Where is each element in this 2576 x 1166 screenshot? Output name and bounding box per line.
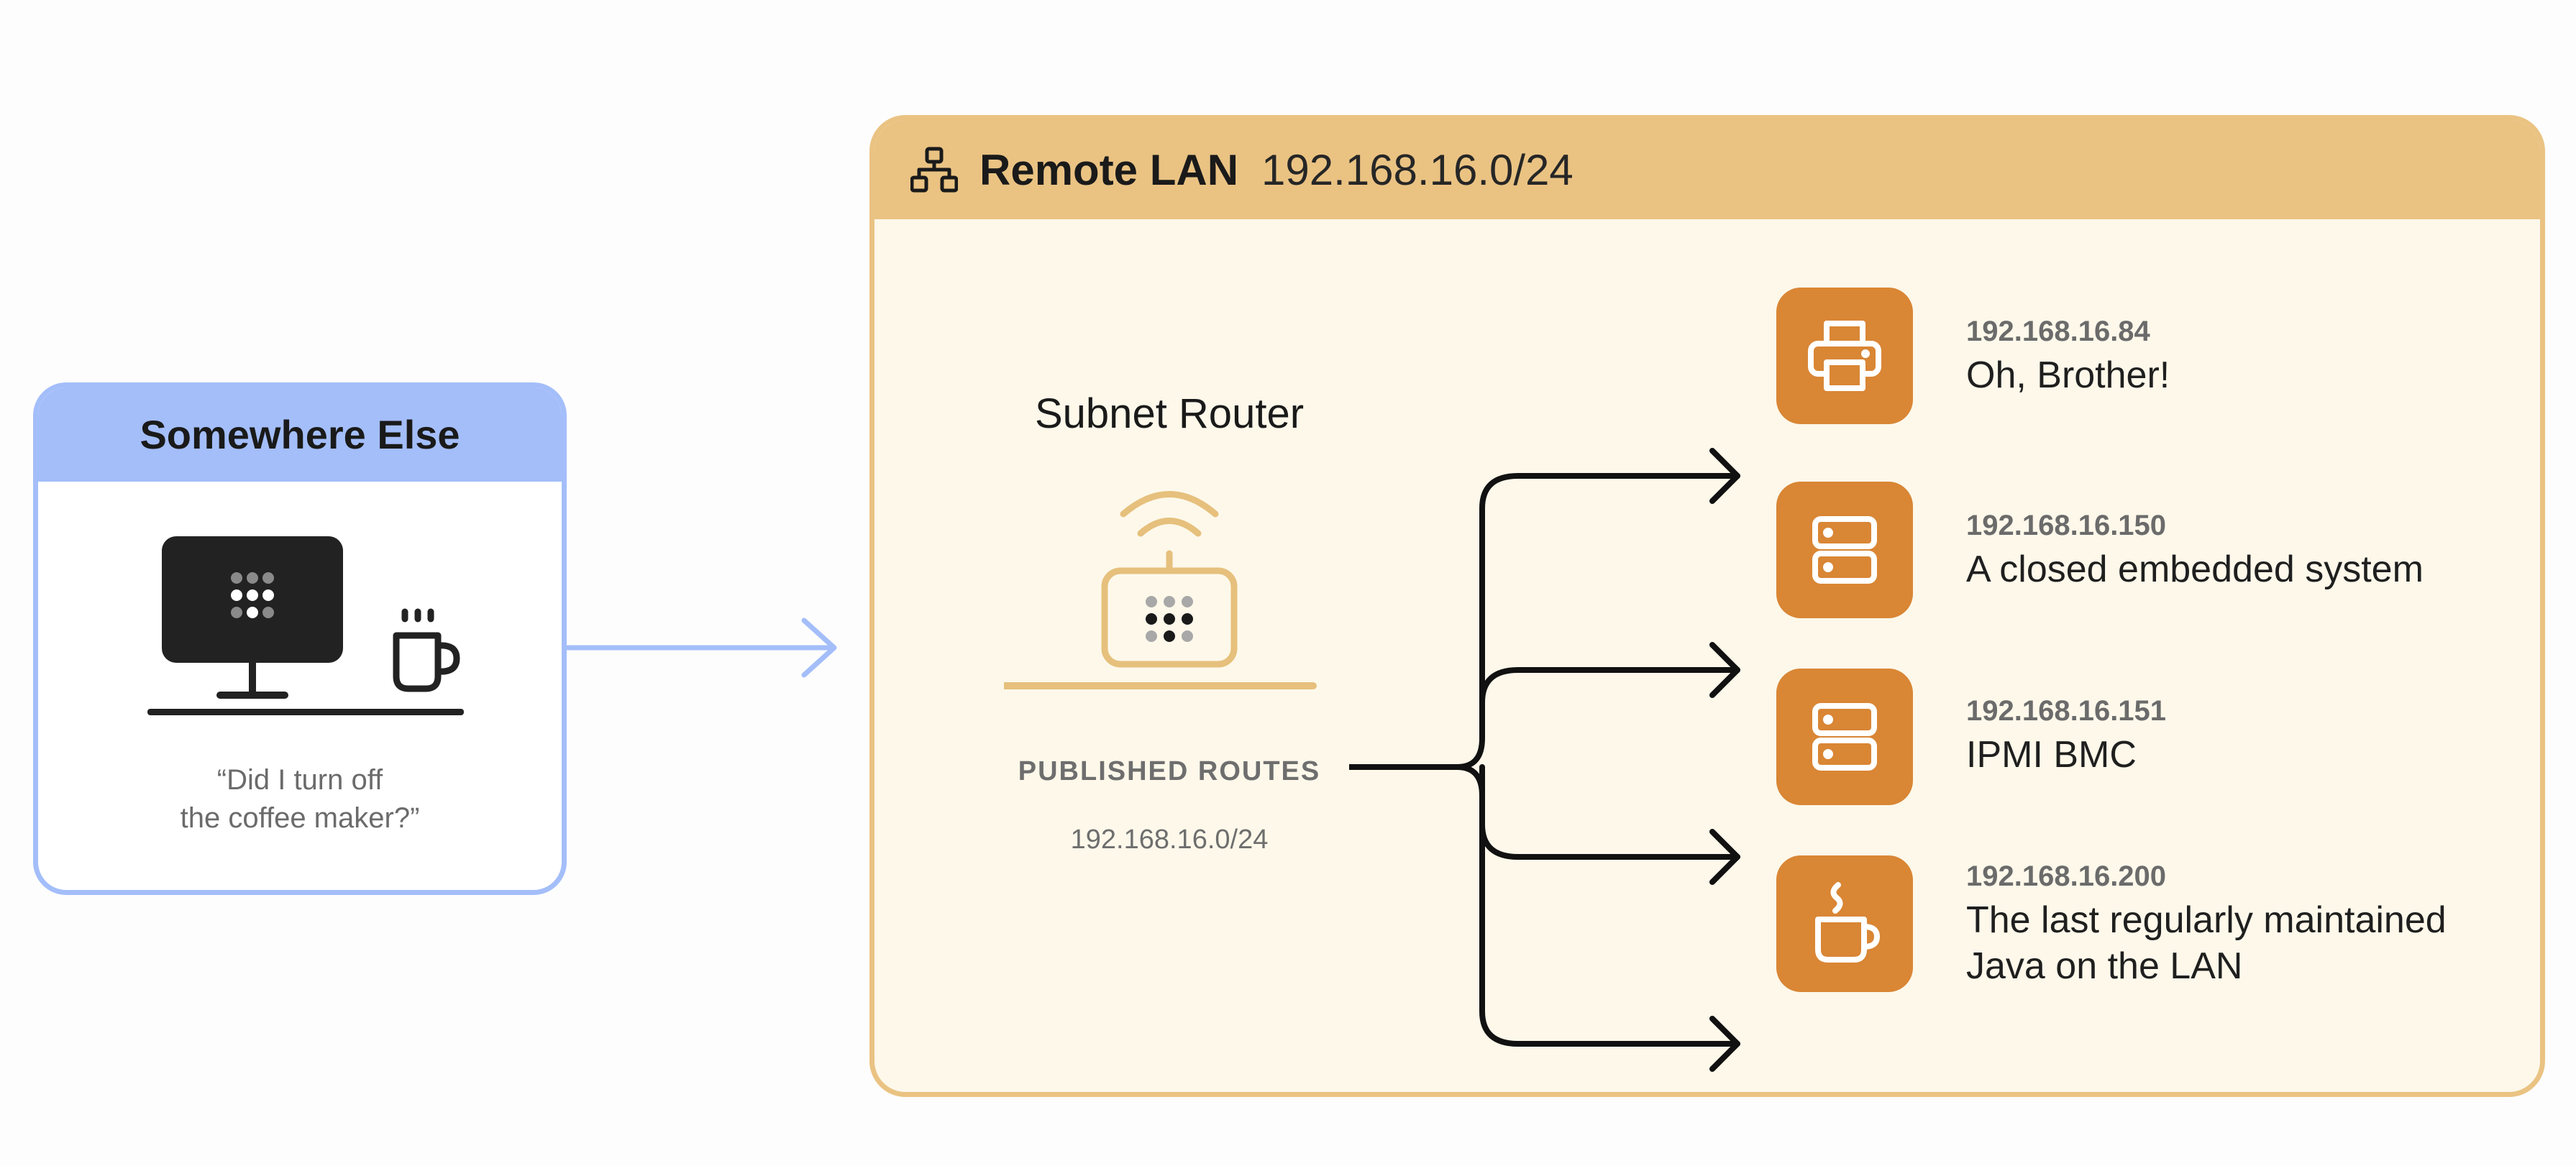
remote-lan-header: Remote LAN 192.168.16.0/24 [874, 120, 2540, 219]
subnet-router-title: Subnet Router [1034, 390, 1305, 437]
coffee-cup-icon [393, 608, 460, 692]
quote-text: “Did I turn off the coffee maker?” [38, 761, 562, 837]
computer-icon [162, 536, 343, 699]
route-line [1479, 764, 1740, 860]
arrow-head [1709, 1016, 1740, 1072]
published-routes-label: PUBLISHED ROUTES [1018, 756, 1321, 786]
device-name: Oh, Brother! [1966, 354, 2170, 396]
route-line [1349, 473, 1740, 770]
arrow-head [1709, 642, 1740, 698]
arrow-head [1709, 829, 1740, 885]
device-ip: 192.168.16.150 [1966, 510, 2167, 541]
printer-icon [1808, 321, 1881, 391]
device-icon-tile [1776, 855, 1913, 992]
coffee-cup-icon [1815, 882, 1880, 963]
remote-lan-subnet: 192.168.16.0/24 [1261, 145, 1574, 194]
device-name: Java on the LAN [1966, 945, 2243, 987]
arrow-head [1709, 448, 1740, 504]
device-name: The last regularly maintained [1966, 899, 2447, 941]
device-ip: 192.168.16.200 [1966, 860, 2167, 892]
connection-arrow [567, 618, 837, 678]
device-icon-tile [1776, 288, 1913, 424]
device-name: A closed embedded system [1966, 548, 2424, 590]
somewhere-else-header: Somewhere Else [38, 387, 562, 482]
quote-line: the coffee maker?” [180, 802, 420, 834]
remote-lan-panel: Remote LAN 192.168.16.0/24 Subnet Router… [869, 115, 2545, 1097]
route-branches [1349, 448, 1740, 1072]
remote-lan-title: Remote LAN [979, 145, 1239, 194]
server-icon [1812, 516, 1877, 584]
device-ip: 192.168.16.84 [1966, 316, 2150, 347]
device-icon-tile [1776, 669, 1913, 805]
device-ip: 192.168.16.151 [1966, 695, 2167, 727]
desk-line [147, 709, 464, 715]
device-details: 192.168.16.200 The last regularly mainta… [1966, 860, 2447, 989]
desk-scene [147, 536, 464, 715]
network-icon [910, 147, 958, 193]
somewhere-else-card: Somewhere Else “Did I [33, 382, 567, 895]
somewhere-else-title: Somewhere Else [140, 412, 460, 457]
published-routes-value: 192.168.16.0/24 [1070, 825, 1269, 855]
device-details: 192.168.16.151 IPMI BMC [1966, 695, 2166, 778]
route-line [1479, 667, 1740, 705]
router-icon [1004, 491, 1317, 689]
server-icon [1812, 703, 1877, 771]
device-details: 192.168.16.84 Oh, Brother! [1966, 316, 2170, 398]
device-name: IPMI BMC [1966, 734, 2137, 776]
device-icon-tile [1776, 482, 1913, 618]
route-line [1454, 764, 1740, 1047]
device-details: 192.168.16.150 A closed embedded system [1966, 510, 2424, 592]
quote-line: “Did I turn off [216, 764, 383, 796]
